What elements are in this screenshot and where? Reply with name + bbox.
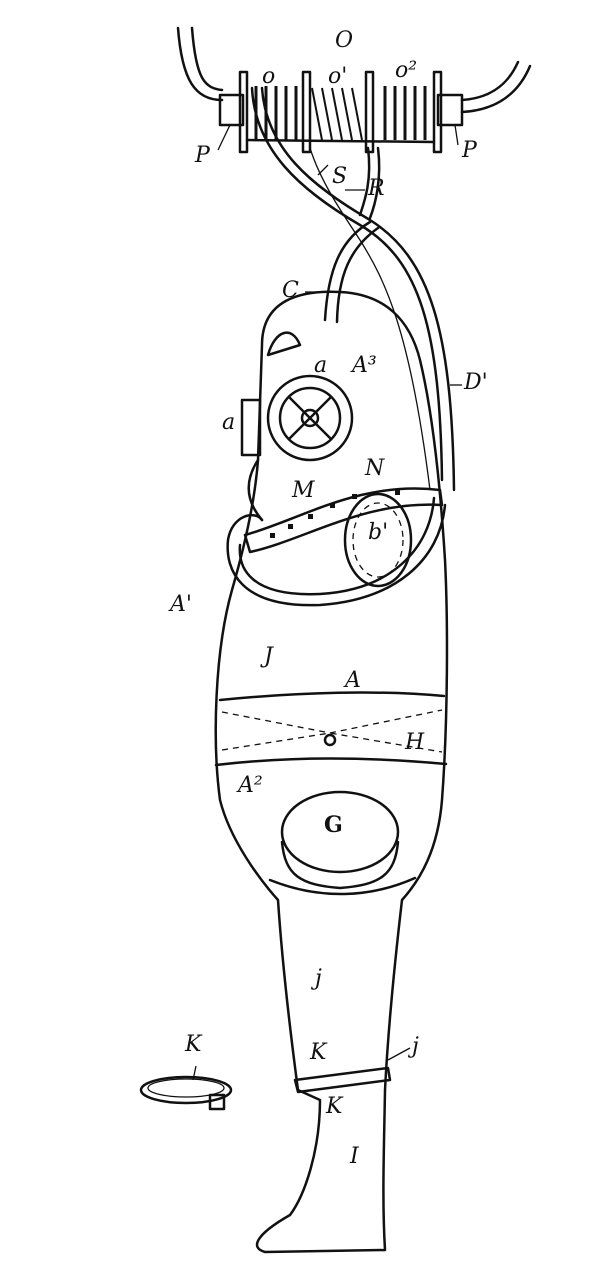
label-A1: A' xyxy=(170,592,192,617)
air-tube-loop xyxy=(226,503,447,607)
leg-band xyxy=(293,1066,392,1094)
label-a-side: a xyxy=(222,410,236,435)
supply-hoses xyxy=(176,26,532,114)
label-o: o xyxy=(262,64,276,89)
label-M: M xyxy=(292,478,315,503)
label-P-left: P xyxy=(195,143,210,168)
label-O: O xyxy=(335,28,354,53)
label-b1: b' xyxy=(368,520,389,545)
label-H: H xyxy=(405,730,425,755)
label-A2: A² xyxy=(238,773,263,798)
label-D1: D' xyxy=(464,370,488,395)
label-K-ring: K xyxy=(185,1032,202,1057)
label-K-upper: K xyxy=(310,1040,327,1065)
suit-outline xyxy=(214,290,449,1254)
label-N: N xyxy=(365,456,385,481)
side-window xyxy=(343,492,413,588)
lower-window xyxy=(280,790,400,874)
label-P-right: P xyxy=(462,138,477,163)
neck-fold xyxy=(247,458,264,522)
detached-ring xyxy=(139,1075,233,1111)
label-o2: o² xyxy=(395,58,418,83)
collar-strap xyxy=(243,487,444,554)
label-j-band: j xyxy=(412,1034,419,1059)
leader-lines xyxy=(192,124,462,1081)
label-C: C xyxy=(282,278,299,303)
label-A: A xyxy=(345,668,361,693)
front-viewport xyxy=(266,374,354,462)
label-o1: o' xyxy=(328,64,348,89)
connecting-lines xyxy=(250,86,456,492)
top-window xyxy=(266,331,302,357)
waist-belt xyxy=(214,691,448,767)
label-a-top: a xyxy=(314,353,328,378)
label-j-leg: j xyxy=(315,966,322,991)
label-K-lower: K xyxy=(326,1094,343,1119)
label-S: S xyxy=(332,164,348,189)
label-A3: A³ xyxy=(352,353,377,378)
side-viewport xyxy=(240,398,262,457)
label-I: I xyxy=(350,1144,359,1169)
label-J: J xyxy=(264,644,273,669)
label-G: G xyxy=(324,812,343,838)
label-R: R xyxy=(368,176,385,201)
